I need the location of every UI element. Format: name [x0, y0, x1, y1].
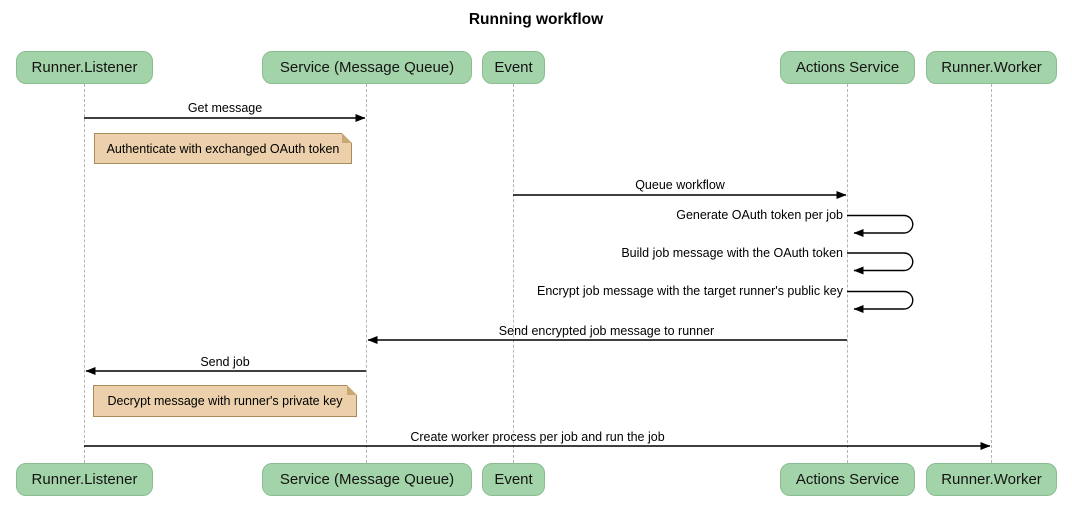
message-label-get-message: Get message — [187, 101, 263, 115]
lifeline-runner-listener — [84, 84, 85, 463]
diagram-title: Running workflow — [468, 11, 604, 28]
message-label-generate-oauth-token: Generate OAuth token per job — [676, 208, 843, 222]
note-authenticate-oauth: Authenticate with exchanged OAuth token — [94, 133, 352, 164]
actor-bottom-actions-service: Actions Service — [780, 463, 915, 496]
message-label-send-encrypted-message: Send encrypted job message to runner — [498, 324, 715, 338]
note-text: Authenticate with exchanged OAuth token — [106, 141, 340, 156]
actor-bottom-service-message-queue: Service (Message Queue) — [262, 463, 472, 496]
note-fold-icon — [347, 385, 357, 395]
lifeline-actions-service — [847, 84, 848, 463]
lifeline-runner-worker — [991, 84, 992, 463]
actor-bottom-runner-listener: Runner.Listener — [16, 463, 153, 496]
self-loop-encrypt-job-message — [847, 290, 914, 313]
note-text: Decrypt message with runner's private ke… — [107, 394, 343, 408]
actor-top-runner-worker: Runner.Worker — [926, 51, 1057, 84]
actor-top-service-message-queue: Service (Message Queue) — [262, 51, 472, 84]
note-decrypt-message: Decrypt message with runner's private ke… — [93, 385, 357, 417]
message-label-queue-workflow: Queue workflow — [635, 178, 725, 192]
actor-bottom-event: Event — [482, 463, 545, 496]
message-label-send-job: Send job — [200, 355, 250, 369]
actor-top-event: Event — [482, 51, 545, 84]
actor-bottom-runner-worker: Runner.Worker — [926, 463, 1057, 496]
lifeline-service-message-queue — [366, 84, 367, 463]
message-label-create-worker-process: Create worker process per job and run th… — [410, 430, 665, 444]
self-loop-build-job-message — [847, 252, 914, 275]
note-fold-icon — [342, 133, 352, 143]
self-loop-generate-oauth-token — [847, 214, 914, 237]
message-label-build-job-message: Build job message with the OAuth token — [621, 246, 843, 260]
actor-top-actions-service: Actions Service — [780, 51, 915, 84]
message-label-encrypt-job-message: Encrypt job message with the target runn… — [536, 284, 843, 298]
lifeline-event — [513, 84, 514, 463]
actor-top-runner-listener: Runner.Listener — [16, 51, 153, 84]
